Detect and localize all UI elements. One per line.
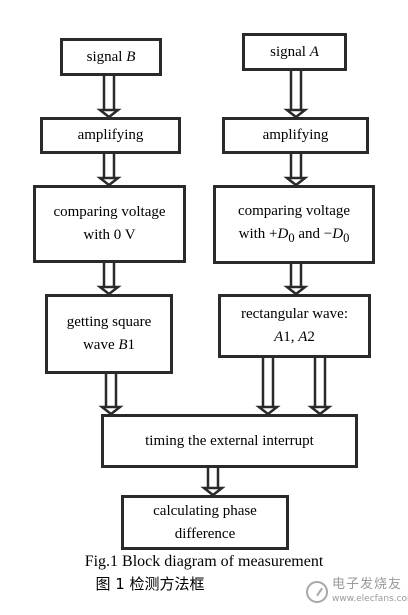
arrow-square_b-to-timing (98, 374, 124, 416)
arrow-timing-to-phase (200, 468, 226, 497)
arrow-shape (283, 154, 309, 187)
amplifying-a-label: amplifying (262, 127, 329, 143)
watermark-text: 电子发烧友 www.elecfans.com (332, 578, 408, 606)
arrow-signal_b-to-amp_b (96, 76, 122, 119)
signal-b-label: signal B (86, 48, 136, 65)
arrow-cmp_b-to-square_b (96, 263, 122, 296)
arrow-shape (96, 76, 122, 119)
phase-difference-box: calculating phase difference (121, 495, 289, 550)
arrow-amp_a-to-cmp_a (283, 154, 309, 187)
arrow-cmp_a-to-rect_a (283, 264, 309, 296)
arrow-shape (283, 71, 309, 119)
arrow-rect_a-to-timing (255, 358, 281, 416)
timing-interrupt-label: timing the external interrupt (145, 432, 314, 449)
comparing-b-label: comparing voltage with 0 V (53, 204, 166, 243)
arrow-amp_b-to-cmp_b (96, 154, 122, 187)
watermark-brand: 电子发烧友 (332, 577, 403, 592)
arrow-shape (307, 358, 333, 416)
arrow-layer (96, 71, 333, 497)
arrow-shape (98, 374, 124, 416)
signal-a-box: signal A (242, 33, 347, 71)
timing-interrupt-box: timing the external interrupt (101, 414, 358, 468)
square-wave-b-box: getting square wave B1 (45, 294, 173, 374)
watermark: 电子发烧友 www.elecfans.com (306, 572, 408, 612)
arrow-shape (283, 264, 309, 296)
comparing-a-label: comparing voltage with +D0 and −D0 (237, 202, 351, 245)
signal-b-box: signal B (60, 38, 162, 76)
figure-caption-english: Fig.1 Block diagram of measurement (84, 553, 324, 570)
watermark-url: www.elecfans.com (332, 594, 408, 604)
comparing-b-box: comparing voltage with 0 V (33, 185, 186, 263)
arrow-shape (96, 263, 122, 296)
arrow-rect_a-to-timing (307, 358, 333, 416)
rectangular-wave-a-box: rectangular wave: A1, A2 (218, 294, 371, 358)
amplifying-a-box: amplifying (222, 117, 369, 154)
phase-difference-label: calculating phase difference (153, 502, 257, 542)
amplifying-b-label: amplifying (77, 127, 144, 143)
arrow-shape (96, 154, 122, 187)
watermark-logo-icon (306, 581, 328, 603)
amplifying-b-box: amplifying (40, 117, 181, 154)
signal-a-label: signal A (270, 43, 319, 60)
figure-caption-chinese: 图 1 检测方法框 (95, 575, 205, 593)
square-wave-b-label: getting square wave B1 (66, 314, 152, 353)
comparing-a-box: comparing voltage with +D0 and −D0 (213, 185, 375, 264)
arrow-signal_a-to-amp_a (283, 71, 309, 119)
rectangular-wave-a-label: rectangular wave: A1, A2 (240, 306, 349, 345)
arrow-shape (255, 358, 281, 416)
arrow-shape (200, 468, 226, 497)
